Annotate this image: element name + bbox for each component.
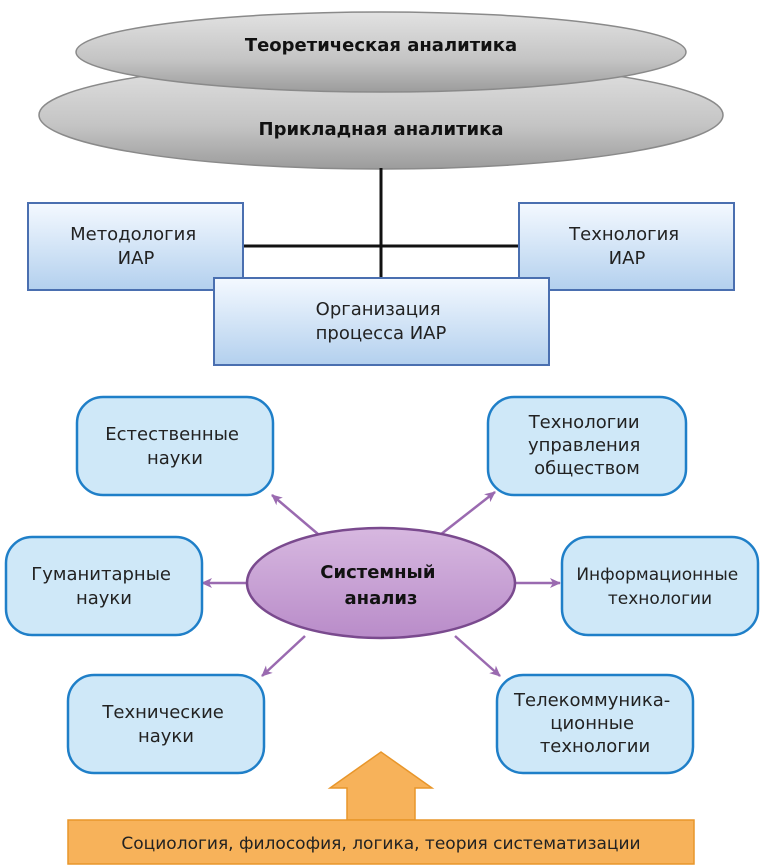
- arrow-to-telecom: [454, 635, 501, 677]
- telecom-box: Телекоммуника- ционные технологии: [495, 673, 695, 775]
- technology-box: Технология ИАР: [518, 202, 735, 291]
- society-tech-box: Технологии управления обществом: [486, 395, 688, 497]
- humanities-line-1: Гуманитарные: [31, 564, 171, 585]
- arrow-to-society-tech: [439, 491, 496, 536]
- society-line-3: обществом: [534, 458, 640, 479]
- arrow-to-technical-sciences: [261, 635, 306, 677]
- svg-text:Системный анализ: Системный анализ: [320, 562, 441, 609]
- technology-line-2: ИАР: [609, 248, 646, 269]
- society-line-2: управления: [528, 435, 640, 456]
- system-analysis-ellipse: [245, 526, 517, 640]
- center-line-1: Системный: [320, 562, 435, 583]
- methodology-line-1: Методология: [70, 224, 196, 245]
- svg-text:Естественные науки: Естественные науки: [105, 424, 244, 469]
- svg-text:Гуманитарные науки: Гуманитарные науки: [31, 564, 176, 609]
- society-line-1: Технологии: [528, 412, 640, 433]
- technical-line-2: науки: [138, 726, 194, 747]
- humanities-box: Гуманитарные науки: [4, 535, 204, 637]
- info-line-2: технологии: [608, 589, 712, 609]
- technical-sciences-box: Технические науки: [66, 673, 266, 775]
- technical-line-1: Технические: [101, 702, 223, 723]
- methodology-box: Методология ИАР: [27, 202, 244, 291]
- natural-sciences-box: Естественные науки: [75, 395, 275, 497]
- bottom-ellipse-label: Прикладная аналитика: [259, 119, 504, 140]
- svg-text:Методология ИАР: Методология ИАР: [70, 224, 202, 269]
- methodology-line-2: ИАР: [118, 248, 155, 269]
- foundation-label: Социология, философия, логика, теория си…: [121, 834, 640, 854]
- svg-text:Телекоммуника- ционные: Телекоммуника- ционные технологии: [513, 690, 676, 757]
- telecom-line-2: ционные: [550, 713, 634, 734]
- organization-line-2: процесса ИАР: [316, 323, 447, 344]
- center-line-2: анализ: [345, 588, 418, 609]
- foundation-up-arrow: [327, 751, 435, 821]
- svg-text:Технические науки: Технические науки: [101, 702, 229, 747]
- technology-line-1: Технология: [568, 224, 679, 245]
- svg-text:Информационные технологи: Информационные технологии: [576, 565, 743, 609]
- organization-line-1: Организация: [316, 299, 441, 320]
- organization-box: Организация процесса ИАР: [213, 277, 550, 366]
- natural-line-1: Естественные: [105, 424, 239, 445]
- svg-text:Технологии управления: Технологии управления обществом: [528, 412, 646, 479]
- foundation-bar: [67, 819, 695, 865]
- svg-text:Технология ИАР: Технология ИАР: [568, 224, 685, 269]
- telecom-line-1: Телекоммуника-: [513, 690, 670, 711]
- humanities-line-2: науки: [76, 588, 132, 609]
- telecom-line-3: технологии: [540, 736, 650, 757]
- info-line-1: Информационные: [576, 565, 738, 585]
- top-ellipse-label: Теоретическая аналитика: [245, 35, 517, 56]
- top-ellipse: [75, 11, 687, 93]
- svg-text:Организация процесса ИАР: Организация процесса ИАР: [316, 299, 447, 344]
- arrow-to-natural-sciences: [271, 494, 326, 541]
- center-arrows: [201, 491, 561, 677]
- natural-line-2: науки: [147, 448, 203, 469]
- info-tech-box: Информационные технологии: [560, 535, 760, 637]
